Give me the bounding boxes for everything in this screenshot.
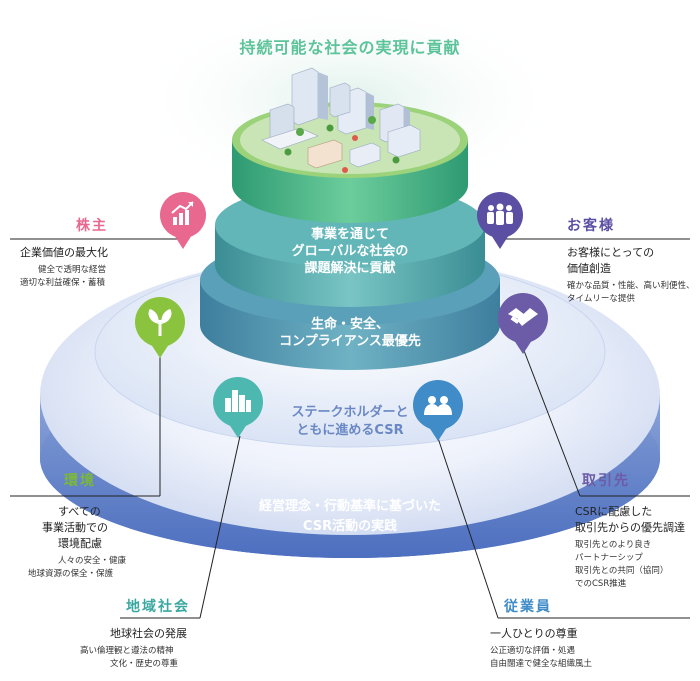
jugyoin-sub-2: 自由闊達で健全な組織風土: [490, 659, 593, 669]
pin-torihikisaki: [498, 293, 548, 354]
pin-chiiki: [213, 377, 263, 438]
okyakusama-main-1: お客様にとっての: [567, 246, 655, 259]
torihikisaki-block: CSRに配慮した 取引先からの優先調達 取引先とのより良き パートナーシップ 取…: [575, 504, 685, 591]
kankyo-head: 環境: [64, 473, 96, 489]
kabunushi-main: 企業価値の最大化: [20, 246, 108, 259]
kabunushi-block: 企業価値の最大化 健全で透明な経営 適切な利益確保・蓄積: [20, 245, 108, 290]
city-buildings: [261, 67, 421, 173]
handshake-icon: [508, 308, 538, 326]
pin-jugyoin: [413, 380, 463, 441]
kabunushi-head: 株主: [76, 218, 108, 234]
pin-kabunushi: [160, 192, 206, 249]
tier1-line1: 事業を通じて: [310, 227, 389, 242]
tier1-text: 事業を通じて グローバルな社会の 課題解決に貢献: [250, 226, 450, 277]
pin-okyakusama: [477, 192, 523, 249]
kankyo-sub-1: 人々の安全・健康: [58, 556, 127, 566]
tier2-line1: 生命・安全、: [310, 317, 389, 332]
kankyo-main-1: すべての: [58, 505, 101, 518]
chiiki-head: 地域社会: [126, 599, 190, 615]
chart-up-icon: [171, 201, 194, 225]
kankyo-sub-2: 地球資源の保全・保護: [28, 569, 114, 579]
chiiki-sub-2: 文化・歴史の尊重: [110, 659, 179, 669]
sprout-icon: [148, 309, 172, 336]
jugyoin-head: 従業員: [504, 599, 552, 615]
okyakusama-head: お客様: [567, 218, 615, 234]
tier3-text: ステークホルダーと ともに進めるCSR: [250, 404, 450, 440]
tier3-line2: ともに進めるCSR: [296, 423, 404, 438]
chiiki-sub-1: 高い倫理観と遵法の精神: [80, 646, 174, 656]
kabunushi-sub-1: 健全で透明な経営: [38, 265, 107, 275]
okyakusama-sub-2: タイムリーな提供: [567, 294, 635, 304]
kabunushi-sub-2: 適切な利益確保・蓄積: [20, 278, 106, 288]
chiiki-block: 地球社会の発展 高い倫理観と遵法の精神 文化・歴史の尊重: [80, 626, 187, 671]
torihikisaki-main-2: 取引先からの優先調達: [575, 521, 685, 534]
okyakusama-block: お客様にとっての 価値創造 確かな品質・性能、高い利便性、 タイムリーな提供: [567, 245, 695, 306]
tier1-line3: 課題解決に貢献: [304, 261, 396, 276]
tier4-line1: 経営理念・行動基準に基づいた: [258, 499, 441, 514]
tier2-text: 生命・安全、 コンプライアンス最優先: [240, 316, 460, 350]
torihikisaki-main-1: CSRに配慮した: [575, 505, 653, 518]
tier4-text: 経営理念・行動基準に基づいた CSR活動の実践: [220, 497, 480, 537]
kankyo-main-2: 事業活動での: [42, 521, 108, 534]
tier4-line2: CSR活動の実践: [302, 519, 398, 534]
tier1-line2: グローバルな社会の: [291, 244, 409, 259]
torihikisaki-sub-2: パートナーシップ: [575, 553, 643, 563]
kankyo-main-3: 環境配慮: [58, 537, 102, 550]
connector-lines: [10, 238, 690, 619]
jugyoin-main: 一人ひとりの尊重: [490, 627, 578, 640]
pin-kankyo: [135, 297, 185, 358]
tier3-line1: ステークホルダーと: [291, 405, 409, 420]
okyakusama-sub-1: 確かな品質・性能、高い利便性、: [567, 281, 695, 291]
okyakusama-main-2: 価値創造: [567, 262, 611, 275]
people-group-icon: [487, 203, 513, 225]
page-title: 持続可能な社会の実現に貢献: [239, 38, 461, 57]
torihikisaki-sub-1: 取引先とのより良き: [575, 540, 652, 550]
torihikisaki-sub-4: でのCSR推進: [575, 579, 627, 589]
employees-icon: [424, 396, 452, 415]
torihikisaki-head: 取引先: [582, 473, 630, 489]
buildings-icon: [225, 390, 251, 412]
jugyoin-block: 一人ひとりの尊重 公正適切な評価・処遇 自由闊達で健全な組織風土: [490, 626, 592, 671]
chiiki-main: 地球社会の発展: [110, 627, 187, 640]
kankyo-block: すべての 事業活動での 環境配慮 人々の安全・健康 地球資源の保全・保護: [28, 504, 126, 581]
jugyoin-sub-1: 公正適切な評価・処遇: [490, 646, 576, 656]
tier2-line2: コンプライアンス最優先: [279, 334, 421, 349]
torihikisaki-sub-3: 取引先との共同（協同）: [575, 566, 669, 576]
